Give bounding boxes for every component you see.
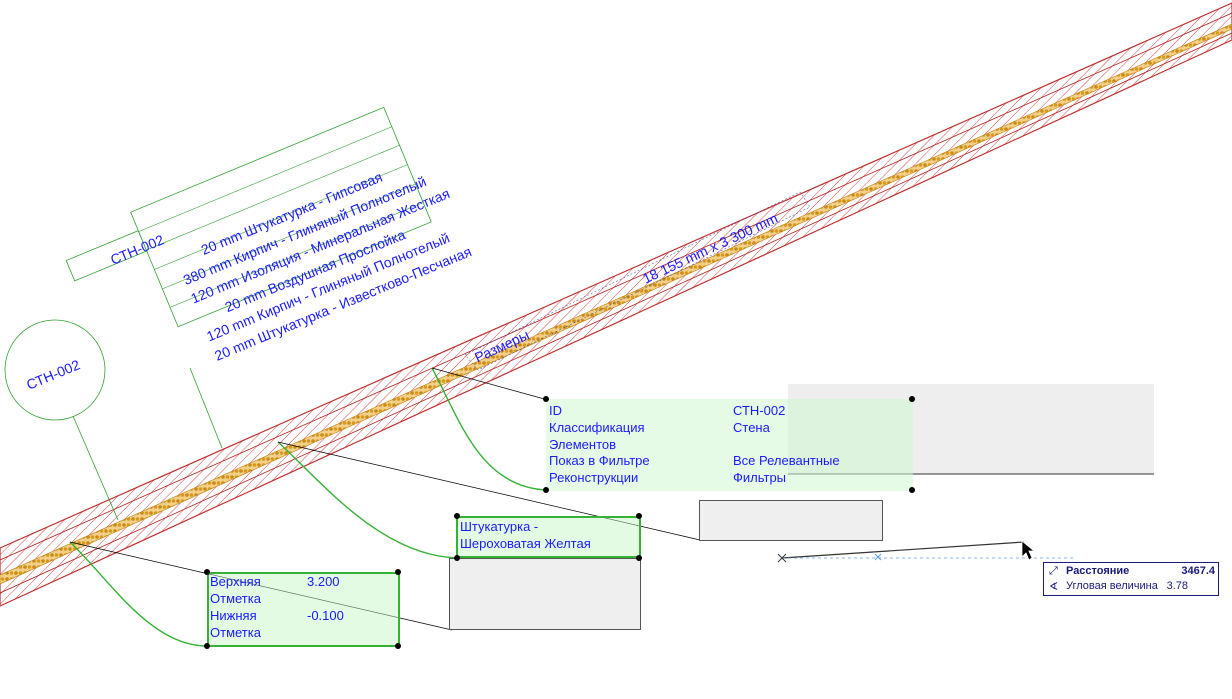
selection-handle[interactable]: [636, 513, 642, 519]
distance-icon: ⤢: [1049, 565, 1058, 577]
selection-handle[interactable]: [543, 487, 549, 493]
tracker-distance-value[interactable]: 3467.4: [1181, 565, 1215, 577]
selection-handle[interactable]: [395, 643, 401, 649]
selection-handle[interactable]: [454, 513, 460, 519]
measure-line: [777, 541, 1075, 563]
selection-handle[interactable]: [543, 396, 549, 402]
info-value-classification: Стена: [733, 420, 770, 435]
finish-text: Штукатурка - Шероховатая Желтая: [460, 519, 591, 551]
info-key-classification: Классификация Элементов: [549, 420, 645, 452]
elevation-label[interactable]: [207, 572, 400, 647]
selection-handle[interactable]: [204, 643, 210, 649]
tracker-angle-label: Угловая величина: [1066, 580, 1158, 592]
elevation-key-bottom: Нижняя Отметка: [210, 608, 261, 640]
selection-handle[interactable]: [204, 569, 210, 575]
selection-handle[interactable]: [909, 487, 915, 493]
selection-handle[interactable]: [454, 555, 460, 561]
elevation-key-top: Верхняя Отметка: [210, 574, 261, 606]
info-key-id: ID: [549, 403, 562, 418]
info-value-id: СТН-002: [733, 403, 786, 418]
selection-handle[interactable]: [636, 555, 642, 561]
info-value-renovation: Все Релевантные Фильтры: [733, 453, 840, 485]
mouse-cursor-icon: [1021, 540, 1036, 561]
layer-stack-label[interactable]: [59, 106, 432, 356]
finish-label[interactable]: [456, 516, 641, 558]
property-info-label[interactable]: [546, 399, 913, 491]
id-circle-marker[interactable]: [4, 319, 119, 521]
coordinate-tracker[interactable]: ⤢ Расстояние 3467.4 ∢ Угловая величина 3…: [1043, 562, 1219, 596]
tracker-distance-label: Расстояние: [1066, 565, 1130, 577]
angle-icon: ∢: [1049, 581, 1059, 593]
annotation-anchor-box: [699, 500, 883, 541]
wall-element[interactable]: [0, 2, 1232, 607]
elevation-value-top: 3.200: [307, 574, 340, 589]
dimension-tag-outline: [464, 191, 811, 371]
annotation-anchor-box: [449, 558, 641, 630]
info-key-renovation: Показ в Фильтре Реконструкции: [549, 453, 650, 485]
layer-label-leader: [189, 367, 223, 449]
elevation-value-bottom: -0.100: [307, 608, 344, 623]
tracker-angle-value[interactable]: 3.78: [1166, 580, 1188, 592]
selection-handle[interactable]: [395, 569, 401, 575]
selection-handle[interactable]: [909, 396, 915, 402]
